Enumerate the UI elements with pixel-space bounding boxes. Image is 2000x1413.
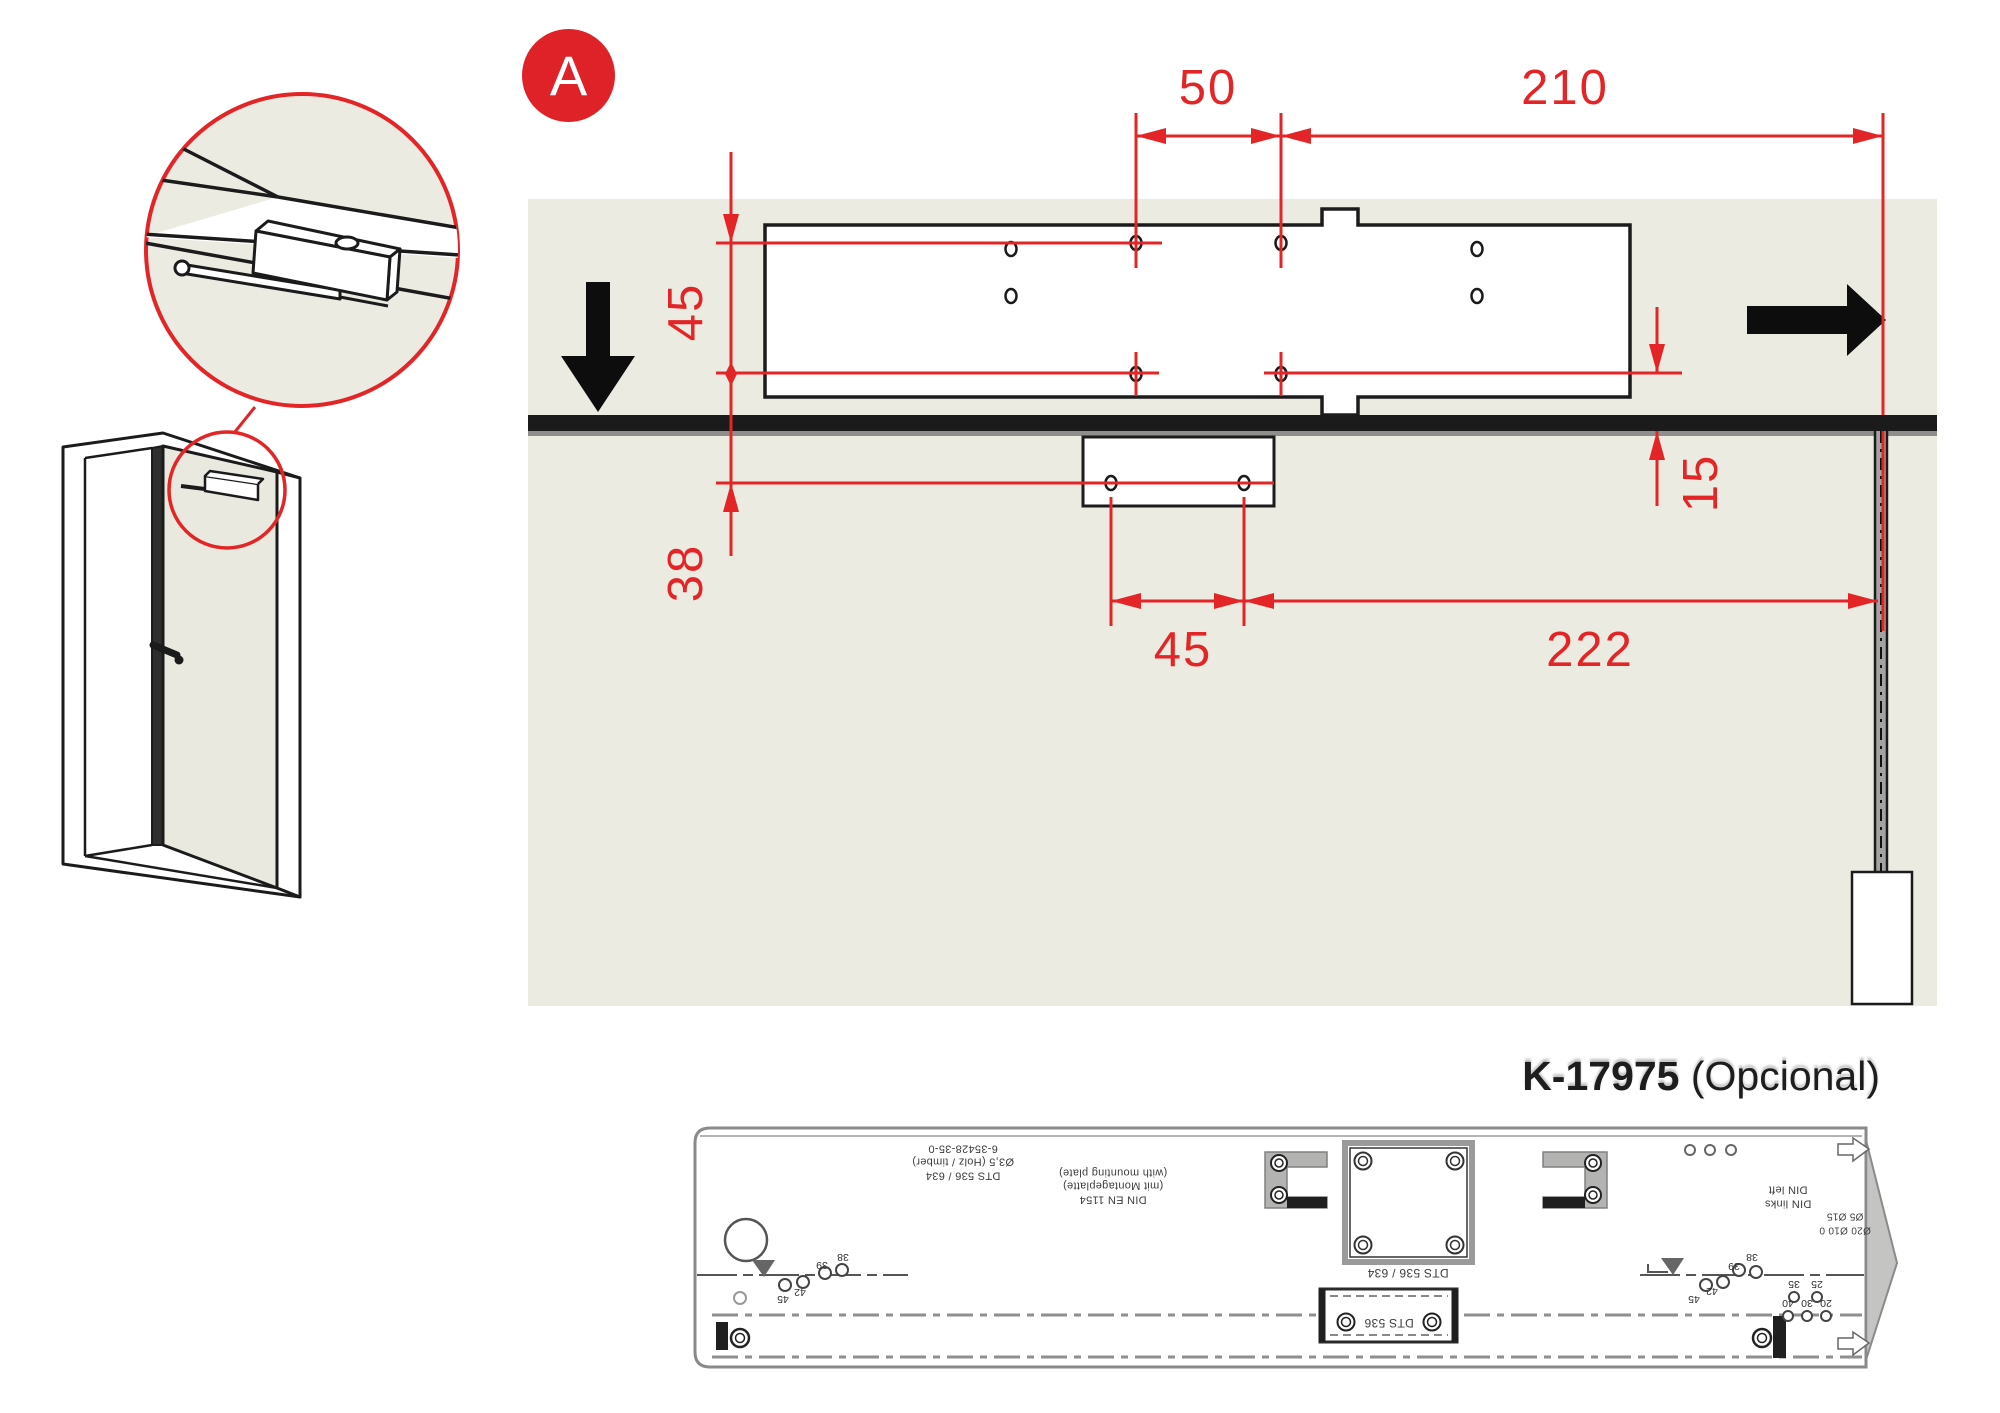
detail-connector-line [232,406,257,434]
size-label: 42 [1706,1285,1718,1297]
door-edge-band [528,415,1937,431]
template-title: K-17975 (Opcional) [1440,1053,1880,1100]
door-closer-detail [173,219,402,308]
pointer-left-icon [752,1260,775,1277]
size-label: 38 [1746,1251,1758,1263]
door-closer-on-door [180,469,265,502]
closer-pinion [334,235,360,251]
template-part-block: DTS 536 / 634 Ø3,5 (Holz / timber) 6-354… [912,1142,1014,1182]
bracket-right [1542,1151,1608,1209]
arm-bracket-outline [1081,435,1276,508]
flow-arrows [561,282,1886,412]
size-label: 45 [1688,1293,1700,1305]
dim-label-222: 222 [1546,623,1634,677]
dim-label-45-bottom: 45 [1153,623,1213,677]
dim-label-15: 15 [1674,453,1728,513]
dim-label-210: 210 [1521,61,1609,115]
template-plate-outline [693,1126,1868,1369]
size-label: 39 [1728,1260,1740,1272]
detail-source-circle [167,430,287,550]
dim-label-50: 50 [1178,61,1238,115]
arrow-down-icon [561,282,635,412]
badge-letter: A [549,44,588,107]
size-label: 35 [1788,1278,1800,1290]
arrow-right-icon [1747,284,1886,356]
reference-circle [723,1217,769,1263]
door-illustration [61,431,302,899]
dim-label-38: 38 [659,543,713,603]
size-label: 25 [1811,1278,1823,1290]
door-handle [149,641,184,665]
option-holes-left [733,1263,849,1305]
size-label: 30 [1801,1297,1813,1309]
bracket-left [1264,1151,1328,1209]
pilot-holes [1684,1144,1737,1156]
dim-label-45-left: 45 [659,282,713,342]
slot-plate [1318,1287,1459,1344]
size-label: 39 [816,1259,828,1271]
door-leaf [161,444,279,890]
template-drawing [693,1126,1899,1369]
template-square-label: DTS 536 / 634 [1367,1265,1449,1280]
size-label: 42 [794,1286,806,1298]
template-part-number: K-17975 [1522,1053,1680,1099]
template-din-side: DIN links DIN left [1764,1184,1812,1210]
door-edge-band-shadow [528,431,1937,436]
size-label: 20 [1820,1297,1832,1309]
detail-badge-a: A [522,29,615,122]
template-slot-label: DTS 536 [1364,1315,1414,1330]
template-fold-tab [1865,1139,1899,1361]
size-label: 40 [1782,1297,1794,1309]
fold-arrow-icons [1837,1136,1871,1357]
spindle-square [1342,1140,1475,1265]
option-holes-right [1699,1263,1832,1322]
size-label: 45 [777,1293,789,1305]
template-scale-block: Ø20 Ø10 0 Ø5 Ø15 [1819,1211,1871,1236]
pointer-right-icon [1661,1258,1684,1275]
lock-plate [1850,870,1914,1006]
mounting-plate-outline [763,207,1632,417]
size-label: 38 [837,1251,849,1263]
door-leaf-edge [275,470,302,899]
dimension-arrowheads [723,128,1883,609]
detail-circle [144,92,460,550]
template-optional-tag: (Opcional) [1679,1053,1880,1099]
template-din-block: DIN EN 1154 (mit Montageplatte) (with mo… [1058,1166,1168,1206]
